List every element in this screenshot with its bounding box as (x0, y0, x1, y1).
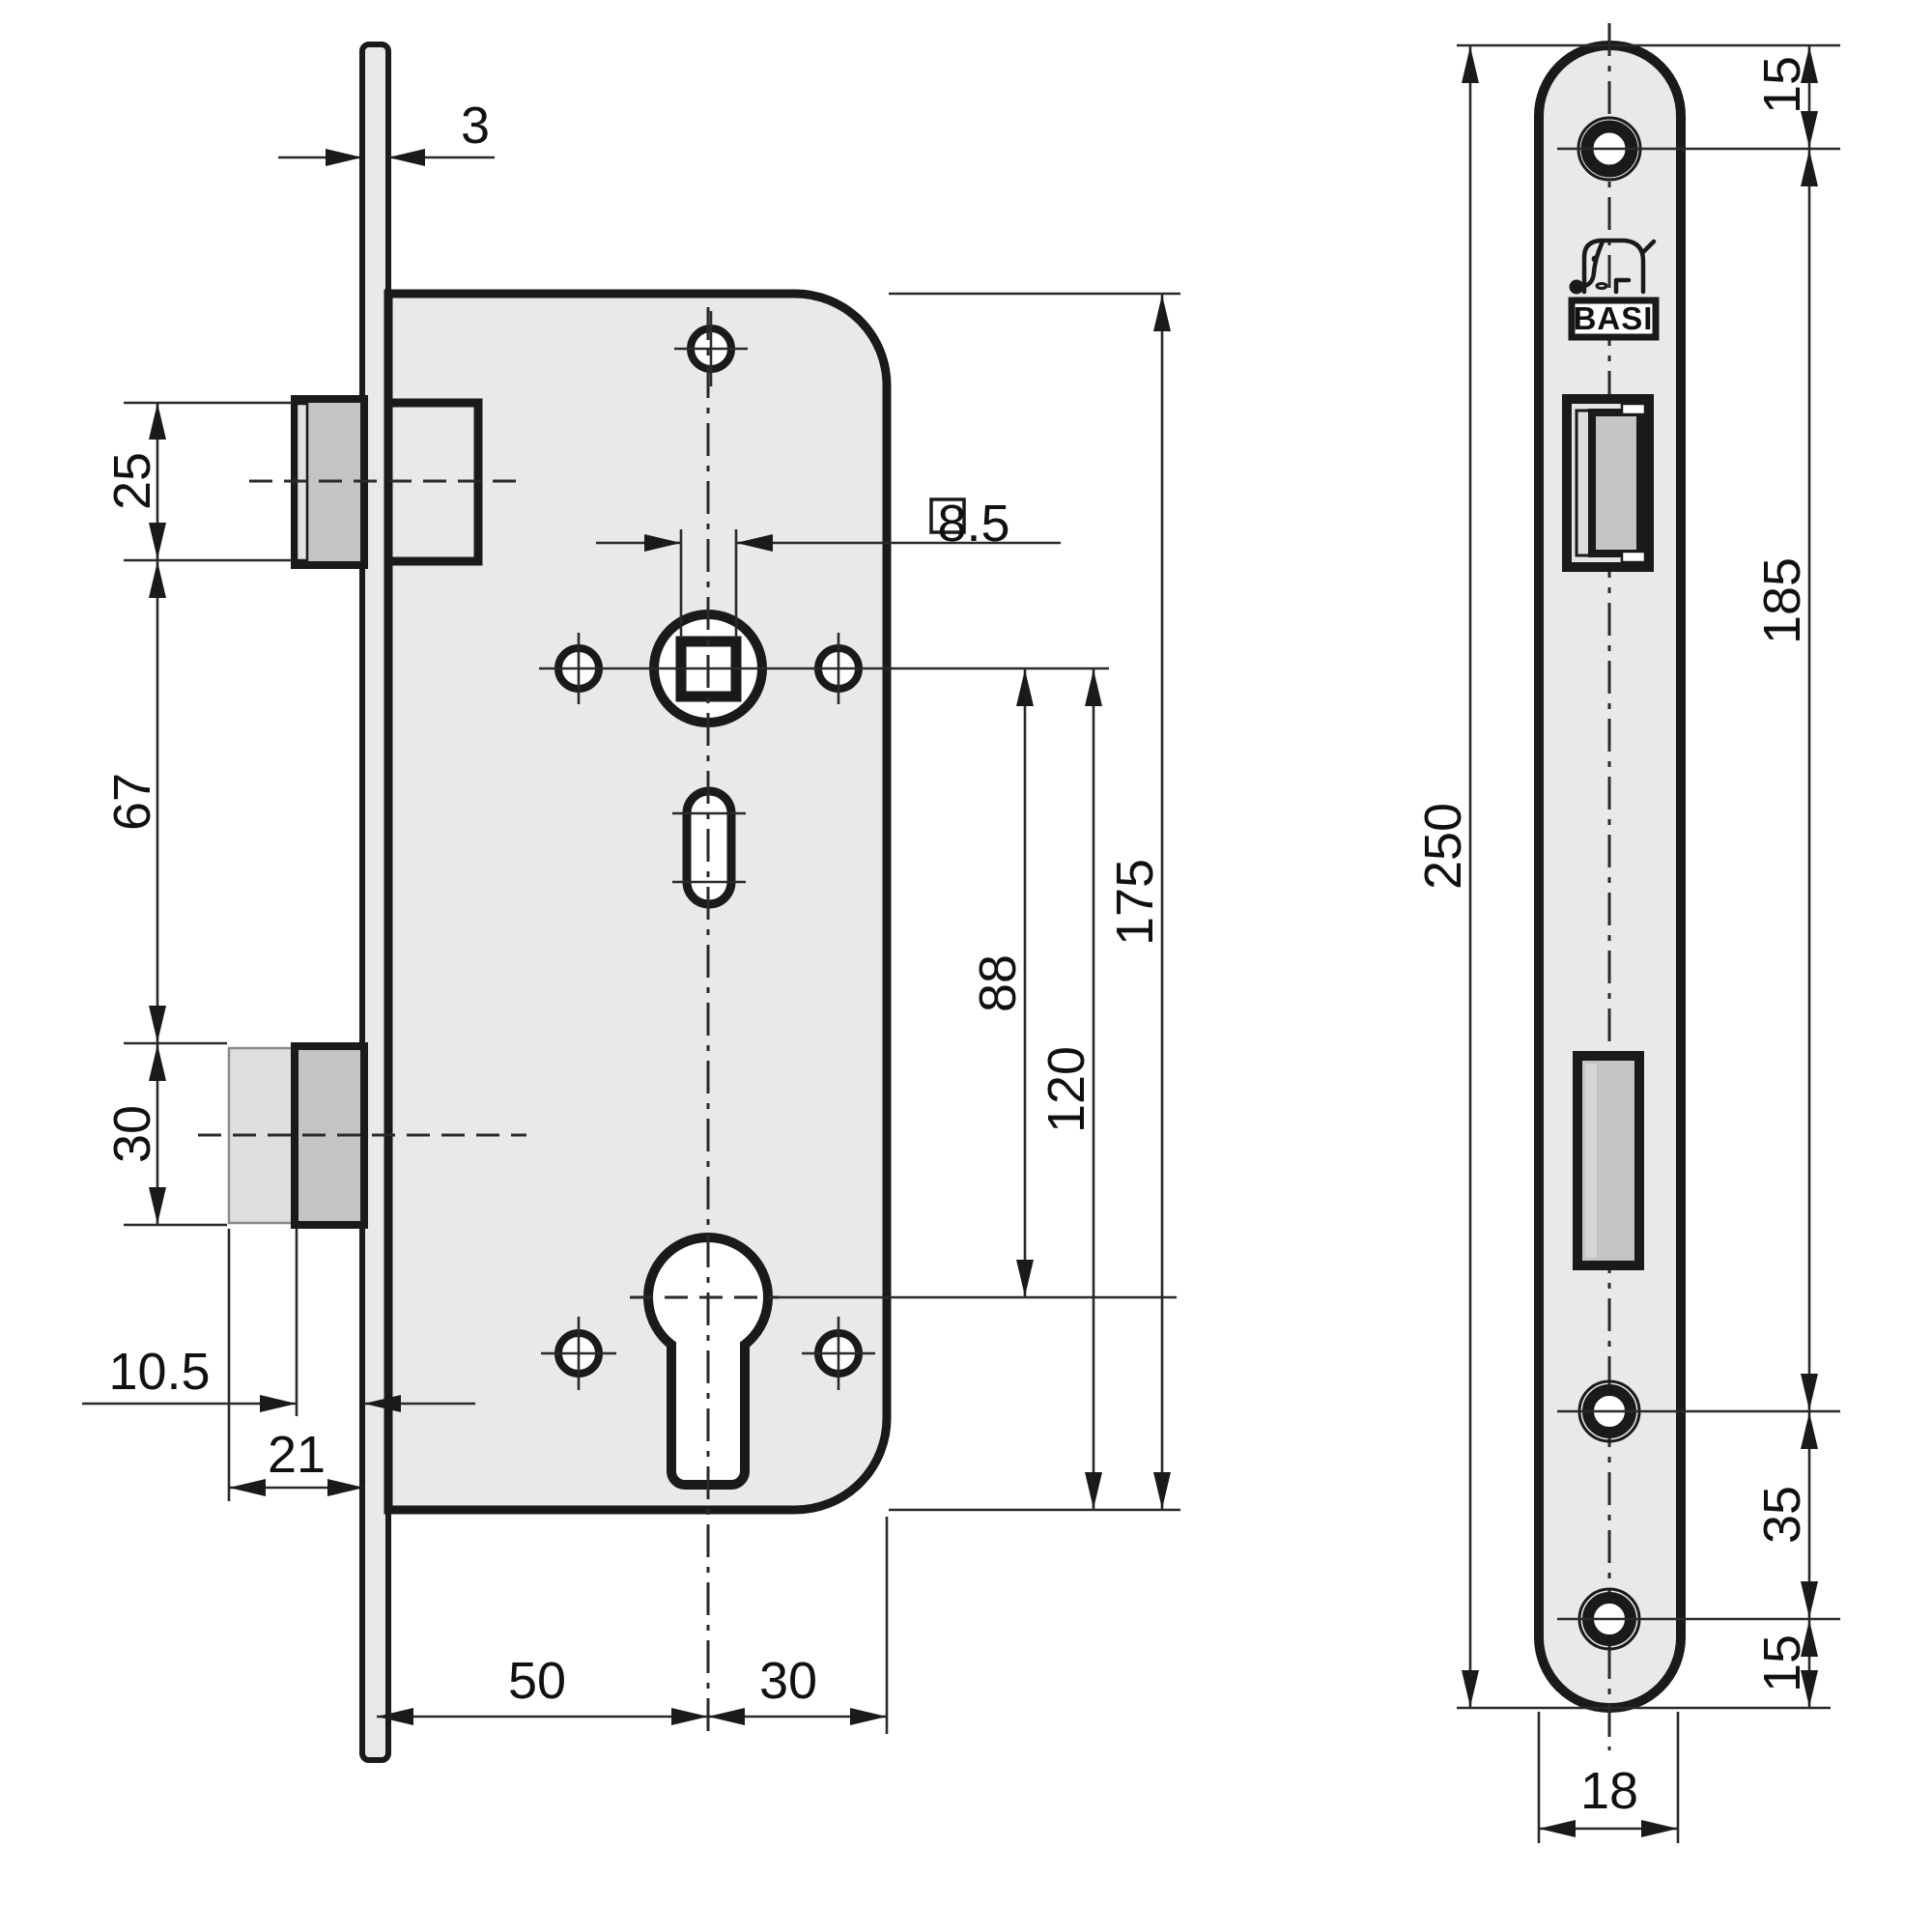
dim-label-175: 175 (1106, 859, 1164, 946)
dim-label-35: 35 (1753, 1486, 1811, 1544)
dim-label-185: 185 (1753, 557, 1811, 644)
side-view: 3 25 67 30 10.5 (82, 42, 1180, 1763)
dim-throw: 10.5 21 (82, 1229, 475, 1501)
front-view: BASI (1414, 23, 1840, 1843)
dim-label-30b: 30 (759, 1652, 817, 1710)
front-deadbolt-opening (1573, 1051, 1644, 1270)
dim-plate-length: 250 (1414, 45, 1479, 1708)
basi-wordmark: BASI (1574, 300, 1654, 336)
lock-case (384, 289, 892, 1515)
dim-label-25: 25 (103, 452, 161, 510)
dim-label-18: 18 (1580, 1762, 1638, 1820)
dim-vertical-right: 88 120 175 (889, 292, 1180, 1512)
side-view-centerlines (198, 307, 1177, 1734)
dim-label-15-bottom: 15 (1753, 1634, 1811, 1692)
dim-label-30: 30 (103, 1105, 161, 1163)
dim-label-50: 50 (508, 1652, 566, 1710)
dim-label-250: 250 (1414, 803, 1472, 890)
dim-plate-thickness: 3 (278, 97, 495, 166)
dim-front-chain: 15 185 35 15 (1753, 45, 1818, 1708)
dim-label-8-5: 8.5 (937, 495, 1009, 553)
dim-label-10-5: 10.5 (108, 1343, 210, 1401)
dim-label-120: 120 (1037, 1046, 1095, 1133)
dim-label-67: 67 (103, 773, 161, 831)
square-symbol-icon (929, 497, 966, 534)
dim-spindle-square: 8.5 (596, 495, 1061, 639)
front-extension-lines (1457, 43, 1840, 1843)
dim-label-21: 21 (268, 1426, 326, 1484)
dim-label-3: 3 (461, 97, 490, 155)
dim-plate-width: 18 (1539, 1762, 1678, 1837)
dim-label-15-top: 15 (1753, 56, 1811, 114)
basi-wordmark-box (1568, 297, 1660, 341)
basi-logo: BASI (1568, 238, 1660, 341)
dim-label-88: 88 (969, 954, 1027, 1012)
front-latch-opening (1562, 394, 1654, 572)
dim-backset: 50 30 (377, 1517, 889, 1734)
dim-left-chain: 25 67 30 (103, 401, 293, 1227)
